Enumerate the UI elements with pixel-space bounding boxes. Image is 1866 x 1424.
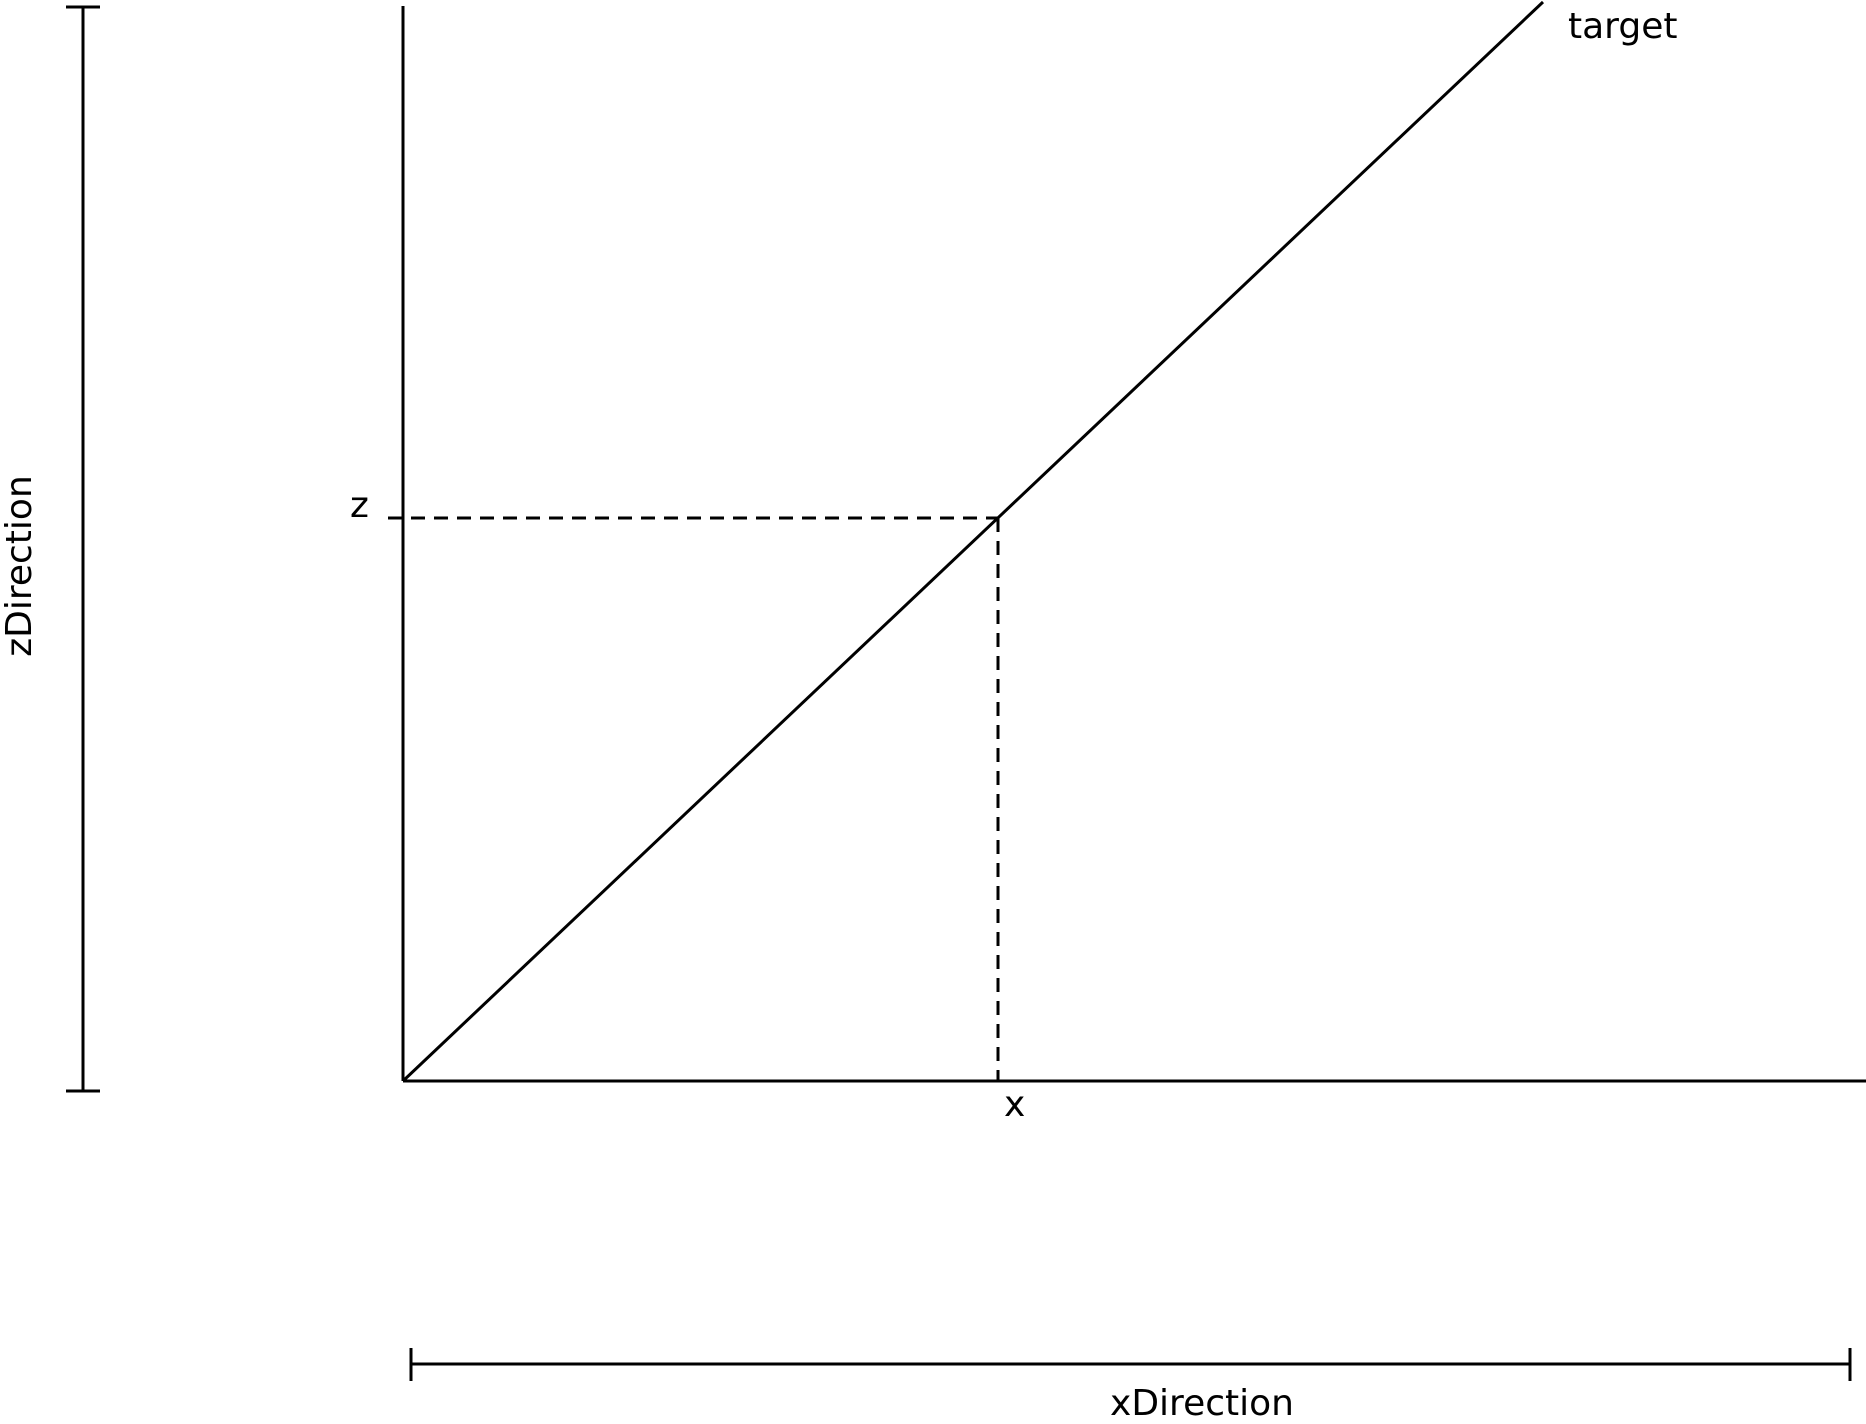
x-dimension-label: xDirection — [1110, 1383, 1294, 1424]
z-dimension-label: zDirection — [0, 475, 40, 657]
target-line — [401, 0, 1545, 1083]
z-dimension-bar — [66, 5, 100, 1093]
target-label: target — [1568, 6, 1677, 47]
x-point-label: x — [1004, 1084, 1025, 1125]
x-dimension-bar — [409, 1348, 1852, 1381]
z-point-label: z — [350, 485, 369, 526]
